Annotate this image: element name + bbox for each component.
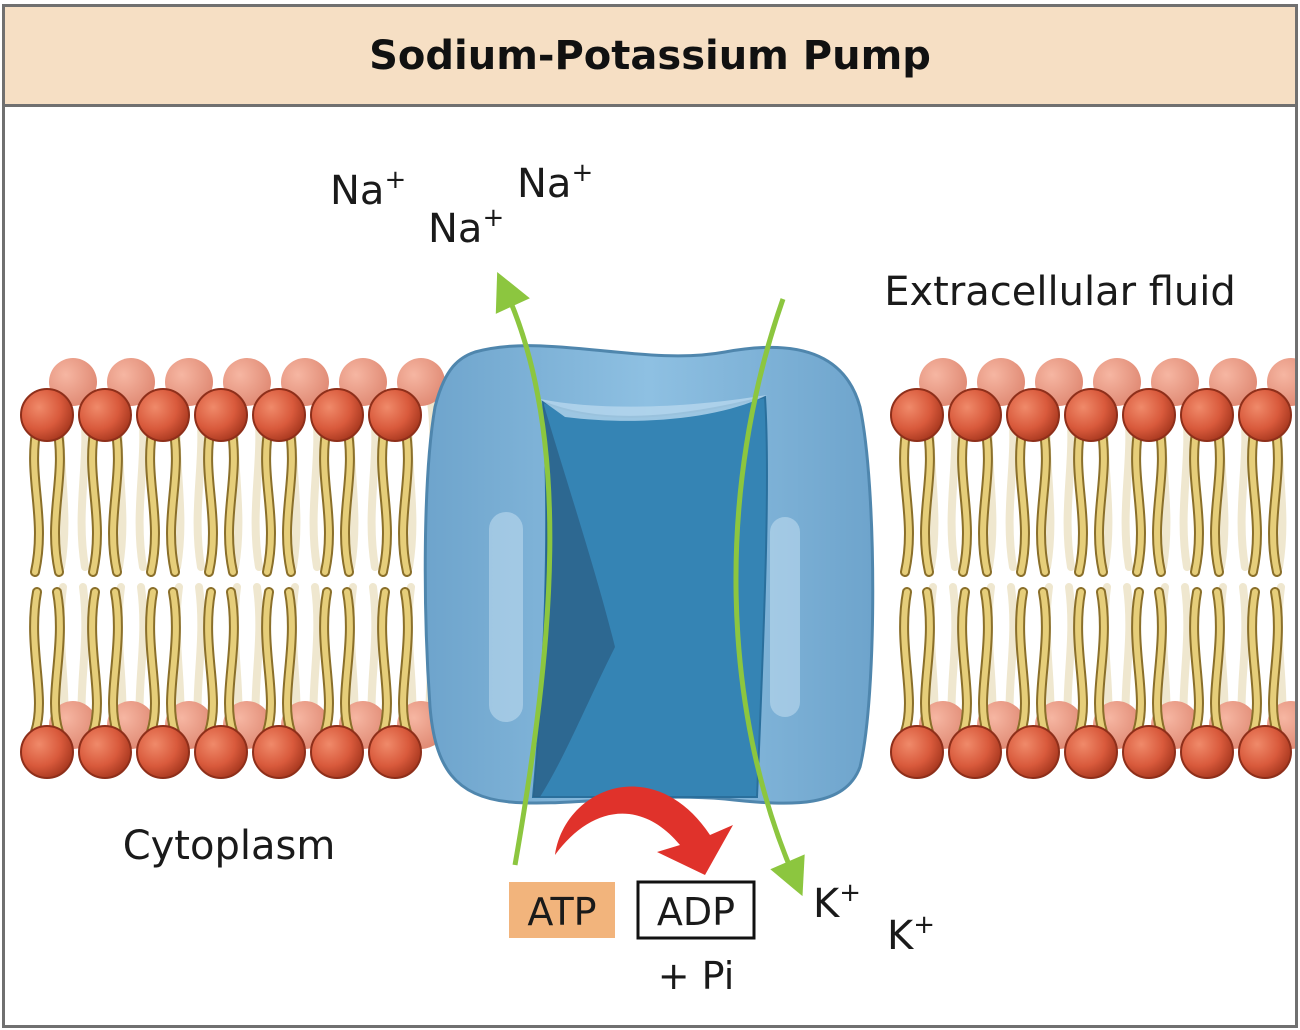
cytoplasm-label: Cytoplasm: [123, 823, 336, 869]
phospholipid: [368, 388, 422, 779]
phospholipid-head: [1064, 725, 1118, 779]
phospholipid-head: [1180, 388, 1234, 442]
phospholipid-head: [310, 388, 364, 442]
phospholipid-head: [1238, 388, 1292, 442]
phospholipid-head: [948, 725, 1002, 779]
phospholipid-head: [194, 388, 248, 442]
atp-hydrolysis-arrow: [555, 786, 733, 875]
phospholipid: [948, 388, 1002, 779]
phospholipid-head: [78, 725, 132, 779]
phospholipid-head: [948, 388, 1002, 442]
svg-text:K+: K+: [813, 878, 861, 927]
phospholipid-head: [890, 725, 944, 779]
sodium-transport-arrow: [495, 271, 553, 866]
phospholipid-head: [310, 725, 364, 779]
phospholipid-head: [136, 725, 190, 779]
sodium-ion: Na+: [330, 165, 406, 214]
phospholipid: [1180, 388, 1234, 779]
phospholipid: [1064, 388, 1118, 779]
phospholipid-head: [194, 725, 248, 779]
diagram-frame: Sodium-Potassium Pump: [2, 4, 1298, 1028]
potassium-transport-arrow: [733, 298, 805, 897]
svg-text:Na+: Na+: [330, 165, 406, 214]
pump-diagram: ATP ADP + Pi Extracellular fluid Cytopla…: [20, 158, 1295, 998]
phospholipid-head: [890, 388, 944, 442]
phospholipid-head: [1122, 725, 1176, 779]
phospholipid-head: [1122, 388, 1176, 442]
phospholipid-head: [136, 388, 190, 442]
phospholipid-head: [78, 388, 132, 442]
potassium-ion: K+: [887, 910, 935, 959]
sodium-ion: Na+: [517, 158, 593, 207]
adp-label: ADP: [657, 890, 735, 934]
phospholipid-head: [368, 388, 422, 442]
svg-text:Na+: Na+: [517, 158, 593, 207]
extracellular-label: Extracellular fluid: [884, 269, 1236, 315]
phospholipid: [252, 388, 306, 779]
phospholipid-head: [368, 725, 422, 779]
phospholipid: [78, 388, 132, 779]
phospholipid-head: [1006, 388, 1060, 442]
phospholipid: [1122, 388, 1176, 779]
phospholipid-head: [1064, 388, 1118, 442]
phospholipid: [20, 388, 74, 779]
phospholipid-head: [1180, 725, 1234, 779]
phospholipid: [310, 388, 364, 779]
phospholipid: [194, 388, 248, 779]
pump-protein: [423, 344, 875, 805]
phosphate-label: + Pi: [658, 954, 735, 998]
atp-box: [509, 882, 615, 938]
potassium-ion: K+: [813, 878, 861, 927]
phospholipid: [136, 388, 190, 779]
phospholipid-head: [20, 388, 74, 442]
diagram-title: Sodium-Potassium Pump: [369, 32, 931, 79]
phospholipid: [890, 388, 944, 779]
phospholipid: [1238, 388, 1292, 779]
phospholipid-head: [20, 725, 74, 779]
phospholipid-head: [252, 388, 306, 442]
phospholipid-head: [252, 725, 306, 779]
phospholipid-head: [1238, 725, 1292, 779]
title-bar: Sodium-Potassium Pump: [5, 7, 1295, 107]
phospholipid-head: [1006, 725, 1060, 779]
svg-text:Na+: Na+: [428, 203, 504, 252]
phospholipid: [1006, 388, 1060, 779]
adp-box: [636, 880, 756, 940]
sodium-ion: Na+: [428, 203, 504, 252]
svg-text:K+: K+: [887, 910, 935, 959]
atp-label: ATP: [527, 890, 596, 934]
lipid-bilayer: [20, 388, 1292, 779]
